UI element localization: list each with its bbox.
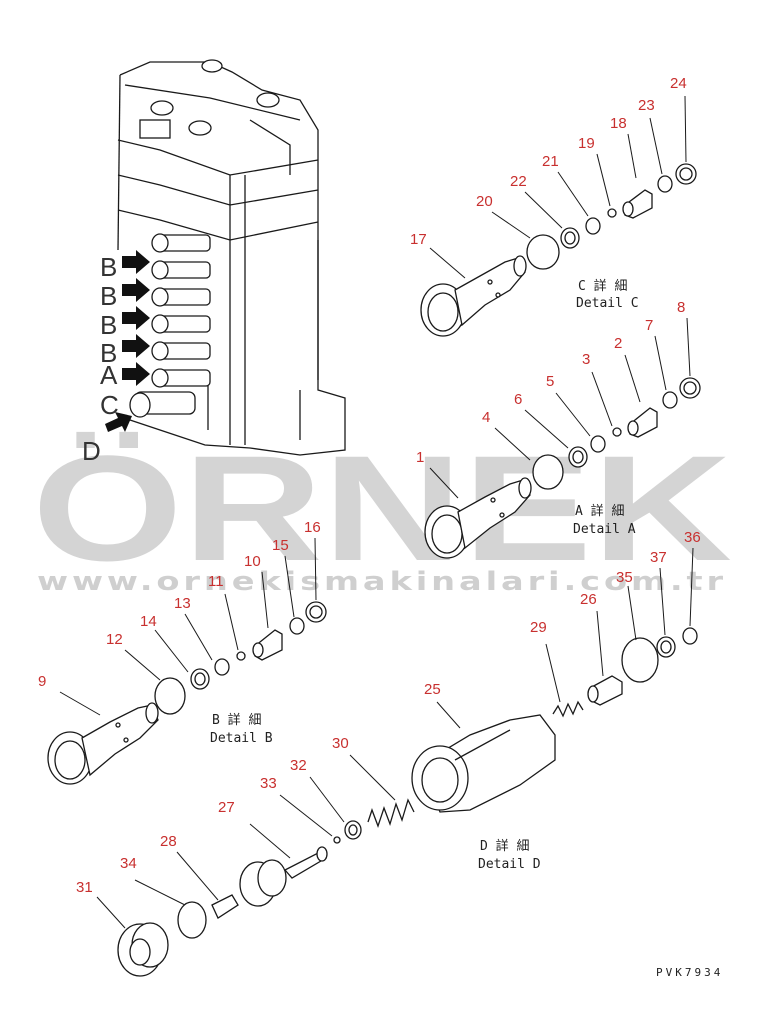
part-number-19: 19 xyxy=(578,135,595,152)
detail-d-caption-jp: D 詳 細 xyxy=(480,838,529,854)
drawing-code: PVK7934 xyxy=(656,966,723,979)
part-number-29: 29 xyxy=(530,619,547,636)
part-number-26: 26 xyxy=(580,591,597,608)
watermark-brand: ÖRNEK xyxy=(32,424,732,592)
detail-d-assembly xyxy=(117,627,698,977)
detail-c-assembly xyxy=(420,163,697,337)
part-number-15: 15 xyxy=(272,537,289,554)
part-number-3: 3 xyxy=(582,351,590,368)
part-number-16: 16 xyxy=(304,519,321,536)
detail-d-caption-en: Detail D xyxy=(478,857,541,872)
part-number-34: 34 xyxy=(120,855,137,872)
side-label: C xyxy=(100,390,119,420)
part-number-31: 31 xyxy=(76,879,93,896)
part-number-37: 37 xyxy=(650,549,667,566)
watermark-url: www.ornekismakinalari.com.tr xyxy=(37,567,727,597)
part-number-24: 24 xyxy=(670,75,687,92)
side-label: B xyxy=(100,310,117,340)
part-number-27: 27 xyxy=(218,799,235,816)
detail-captions: C 詳 細 Detail C A 詳 細 Detail A B 詳 細 Deta… xyxy=(210,278,639,872)
part-numbers: 1 2 3 4 5 6 7 8 9 10 11 12 13 14 15 16 1… xyxy=(38,75,701,896)
detail-b-caption-jp: B 詳 細 xyxy=(212,712,261,728)
part-number-20: 20 xyxy=(476,193,493,210)
side-label: A xyxy=(100,360,118,390)
part-number-9: 9 xyxy=(38,673,46,690)
detail-a-assembly xyxy=(424,377,701,559)
section-side-labels: B B B B A C D xyxy=(82,252,119,466)
pointer-arrows xyxy=(105,250,150,432)
part-number-6: 6 xyxy=(514,391,522,408)
part-number-5: 5 xyxy=(546,373,554,390)
part-number-14: 14 xyxy=(140,613,157,630)
part-number-12: 12 xyxy=(106,631,123,648)
side-label: B xyxy=(100,281,117,311)
part-number-11: 11 xyxy=(208,573,224,590)
detail-a-caption-en: Detail A xyxy=(573,522,636,537)
valve-body xyxy=(105,59,346,456)
spool-ends xyxy=(129,233,211,418)
part-number-35: 35 xyxy=(616,569,633,586)
part-number-30: 30 xyxy=(332,735,349,752)
part-number-8: 8 xyxy=(677,299,685,316)
part-number-25: 25 xyxy=(424,681,441,698)
side-label: D xyxy=(82,436,101,466)
part-number-13: 13 xyxy=(174,595,191,612)
part-number-36: 36 xyxy=(684,529,701,546)
part-number-17: 17 xyxy=(410,231,427,248)
detail-a-caption-jp: A 詳 細 xyxy=(575,503,624,519)
part-number-18: 18 xyxy=(610,115,627,132)
part-number-23: 23 xyxy=(638,97,655,114)
part-number-21: 21 xyxy=(542,153,559,170)
part-number-33: 33 xyxy=(260,775,277,792)
watermark: ÖRNEK www.ornekismakinalari.com.tr xyxy=(32,424,732,597)
side-label: B xyxy=(100,338,117,368)
leader-lines xyxy=(59,95,694,929)
detail-b-caption-en: Detail B xyxy=(210,731,273,746)
side-label: B xyxy=(100,252,117,282)
part-number-28: 28 xyxy=(160,833,177,850)
part-number-4: 4 xyxy=(482,409,490,426)
part-number-22: 22 xyxy=(510,173,527,190)
detail-c-caption-en: Detail C xyxy=(576,296,639,311)
part-number-32: 32 xyxy=(290,757,307,774)
part-number-10: 10 xyxy=(244,553,261,570)
part-number-1: 1 xyxy=(416,449,424,466)
part-number-2: 2 xyxy=(614,335,622,352)
part-number-7: 7 xyxy=(645,317,653,334)
detail-b-assembly xyxy=(47,601,327,785)
detail-c-caption-jp: C 詳 細 xyxy=(578,278,627,294)
